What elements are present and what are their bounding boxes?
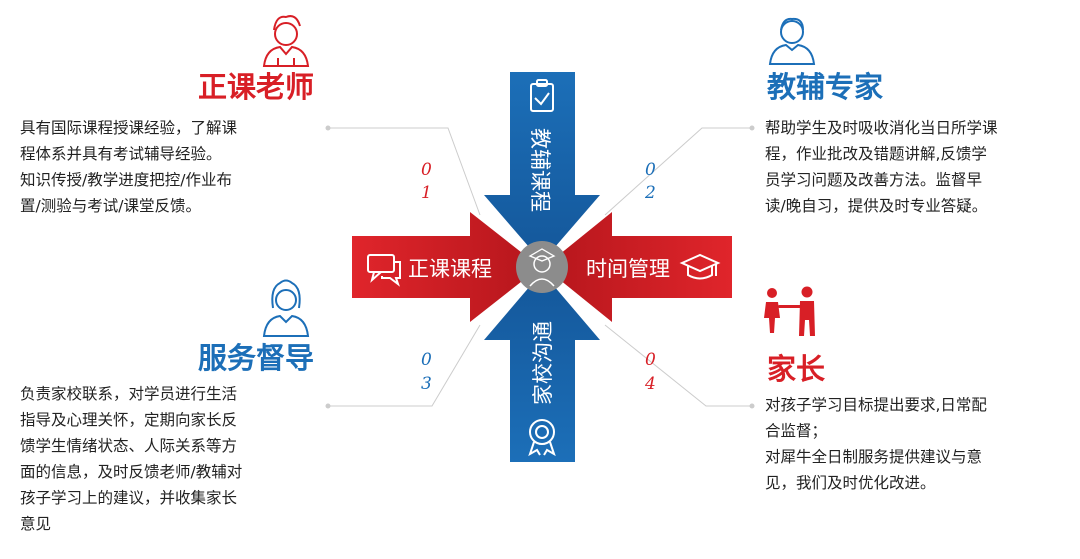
clipboard-check-icon [530, 79, 554, 112]
arrow-right-label: 时间管理 [586, 257, 670, 281]
role-title-tutor: 教辅专家 [767, 70, 884, 104]
connector-line-br [604, 324, 752, 407]
connector-line-tr [604, 127, 752, 216]
desc-line: 面的信息，及时反馈老师/教辅对 [20, 463, 243, 481]
chat-bubbles-icon [367, 254, 401, 287]
step-number-03-digit1: 3 [421, 374, 432, 394]
desc-line: 知识传授/教学进度把控/作业布 [20, 171, 232, 189]
desc-line: 对孩子学习目标提出要求,日常配 [765, 396, 987, 414]
desc-line: 置/测验与考试/课堂反馈。 [20, 197, 201, 215]
arrow-top-label: 教辅课程 [528, 128, 552, 212]
role-title-service-supervisor: 服务督导 [198, 341, 315, 375]
desc-line: 意见 [20, 515, 52, 533]
teacher-person-icon [262, 15, 310, 67]
connector-line-bl [328, 324, 481, 407]
role-desc-service-supervisor: 负责家校联系，对学员进行生活 指导及心理关怀，定期向家长反 馈学生情绪状态、人际… [20, 381, 242, 537]
step-number-02-digit1: 2 [645, 183, 656, 203]
desc-line: 指导及心理关怀，定期向家长反 [20, 411, 238, 429]
desc-line: 程体系并具有考试辅导经验。 [20, 145, 222, 163]
arrow-left [352, 212, 540, 322]
step-number-03-digit0: 0 [421, 350, 432, 370]
arrow-top [484, 72, 600, 262]
desc-line: 对犀牛全日制服务提供建议与意 [765, 448, 983, 466]
step-number-01-digit0: 0 [421, 160, 432, 180]
connector-line-tl [328, 127, 481, 216]
arrow-bottom [484, 272, 600, 462]
medal-badge-icon [528, 419, 556, 457]
tutor-person-icon [768, 17, 816, 65]
arrow-left-label: 正课课程 [408, 257, 492, 281]
desc-line: 合监督； [765, 422, 828, 440]
desc-line: 负责家校联系，对学员进行生活 [20, 385, 238, 403]
desc-line: 程，作业批改及错题讲解,反馈学 [765, 145, 987, 163]
role-title-parents: 家长 [767, 352, 826, 386]
desc-line: 员学习问题及改善方法。监督早 [765, 171, 983, 189]
step-number-04-digit0: 0 [645, 350, 656, 370]
desc-line: 见，我们及时优化改进。 [765, 474, 936, 492]
parents-family-icon [764, 286, 815, 336]
step-number-02-digit0: 0 [645, 160, 656, 180]
desc-line: 读/晚自习，提供及时专业答疑。 [765, 197, 988, 215]
desc-line: 帮助学生及时吸收消化当日所学课 [765, 119, 998, 137]
role-title-main-teacher: 正课老师 [198, 70, 315, 104]
desc-line: 馈学生情绪状态、人际关系等方 [20, 437, 238, 455]
woman-person-icon [262, 279, 310, 337]
desc-line: 具有国际课程授课经验，了解课 [20, 119, 238, 137]
arrow-right [544, 212, 732, 322]
graduate-avatar-icon [516, 241, 568, 293]
step-number-04-digit1: 4 [645, 374, 656, 394]
arrow-bottom-label: 家校沟通 [531, 321, 555, 405]
role-desc-main-teacher: 具有国际课程授课经验，了解课 程体系并具有考试辅导经验。 知识传授/教学进度把控… [20, 115, 237, 219]
connector-lines [325, 125, 755, 409]
desc-line: 孩子学习上的建议，并收集家长 [20, 489, 238, 507]
role-desc-tutor: 帮助学生及时吸收消化当日所学课 程，作业批改及错题讲解,反馈学 员学习问题及改善… [765, 115, 998, 219]
graduation-cap-icon [679, 253, 721, 280]
role-desc-parents: 对孩子学习目标提出要求,日常配 合监督； 对犀牛全日制服务提供建议与意 见，我们… [765, 392, 987, 496]
step-number-01-digit1: 1 [421, 183, 432, 203]
